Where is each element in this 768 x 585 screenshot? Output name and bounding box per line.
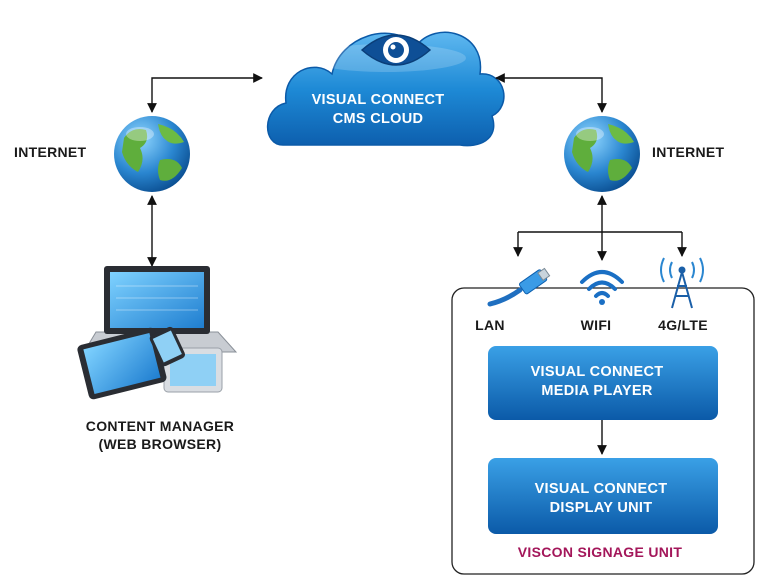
media-player-line1: VISUAL CONNECT xyxy=(531,364,664,380)
lan-cable-icon xyxy=(487,267,551,307)
content-manager-line1: CONTENT MANAGER xyxy=(86,418,234,434)
wifi-icon xyxy=(580,270,624,305)
devices-icon xyxy=(77,266,238,400)
cms-cloud: VISUAL CONNECT CMS CLOUD xyxy=(266,31,505,147)
eye-icon xyxy=(360,34,432,66)
wifi-label: WIFI xyxy=(581,317,612,333)
lan-label: LAN xyxy=(475,317,505,333)
content-manager-line2: (WEB BROWSER) xyxy=(99,436,222,452)
signage-unit-frame xyxy=(451,287,755,575)
internet-label-left: INTERNET xyxy=(14,144,87,160)
display-unit-line2: DISPLAY UNIT xyxy=(550,500,653,516)
arrow-left-globe-cloud xyxy=(147,73,263,113)
media-player-box: VISUAL CONNECT MEDIA PLAYER xyxy=(488,346,718,420)
signage-unit-label: VISCON SIGNAGE UNIT xyxy=(518,544,683,560)
lte-label: 4G/LTE xyxy=(658,317,708,333)
display-unit-line1: VISUAL CONNECT xyxy=(535,481,668,497)
globe-icon-right xyxy=(564,116,640,192)
cloud-title-line1: VISUAL CONNECT xyxy=(312,92,445,108)
internet-label-right: INTERNET xyxy=(652,144,725,160)
connectors xyxy=(147,73,687,455)
globe-icon-left xyxy=(114,116,190,192)
arrow-cloud-right-globe xyxy=(495,73,607,113)
media-player-line2: MEDIA PLAYER xyxy=(541,383,653,399)
display-unit-box: VISUAL CONNECT DISPLAY UNIT xyxy=(488,458,718,534)
cloud-title-line2: CMS CLOUD xyxy=(333,111,424,127)
cell-tower-icon xyxy=(660,257,704,309)
